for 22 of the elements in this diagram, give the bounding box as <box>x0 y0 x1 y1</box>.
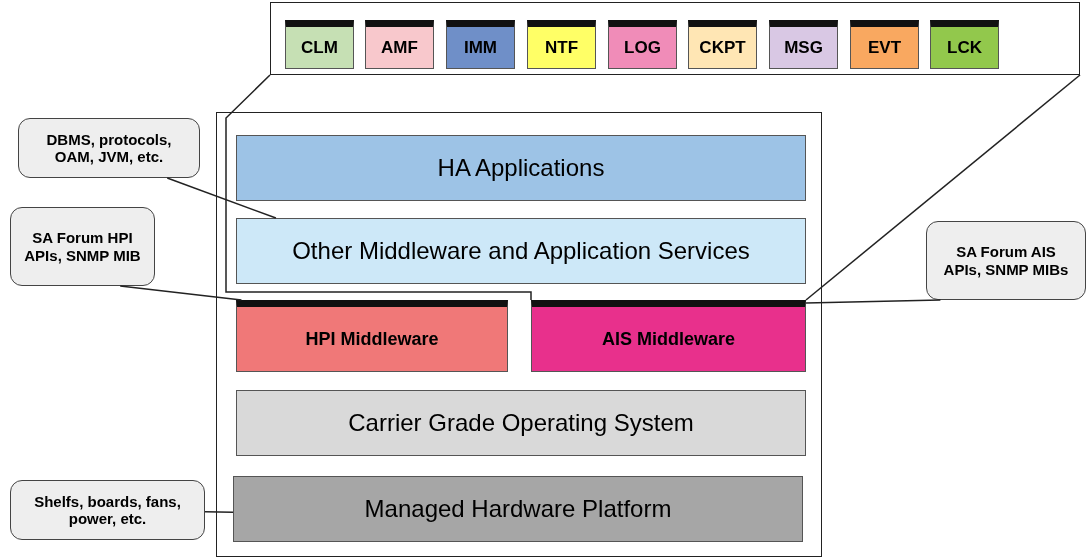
zoom-line <box>225 74 532 301</box>
service-module <box>769 20 838 69</box>
service-module <box>930 20 999 69</box>
layer-box <box>233 476 803 542</box>
service-module <box>365 20 434 69</box>
layer-box <box>236 218 806 284</box>
middleware-box <box>236 300 508 372</box>
zoom-line <box>805 74 1081 301</box>
middleware-box <box>531 300 806 372</box>
callout-bubble <box>926 221 1086 300</box>
service-module <box>608 20 677 69</box>
service-module <box>446 20 515 69</box>
service-module <box>850 20 919 69</box>
callout-bubble <box>10 207 155 286</box>
service-strip <box>270 2 1080 75</box>
callout-bubble <box>10 480 205 540</box>
layer-box <box>236 390 806 456</box>
service-module <box>688 20 757 69</box>
service-module <box>285 20 354 69</box>
callout-bubble <box>18 118 200 178</box>
layer-box <box>236 135 806 201</box>
service-module <box>527 20 596 69</box>
